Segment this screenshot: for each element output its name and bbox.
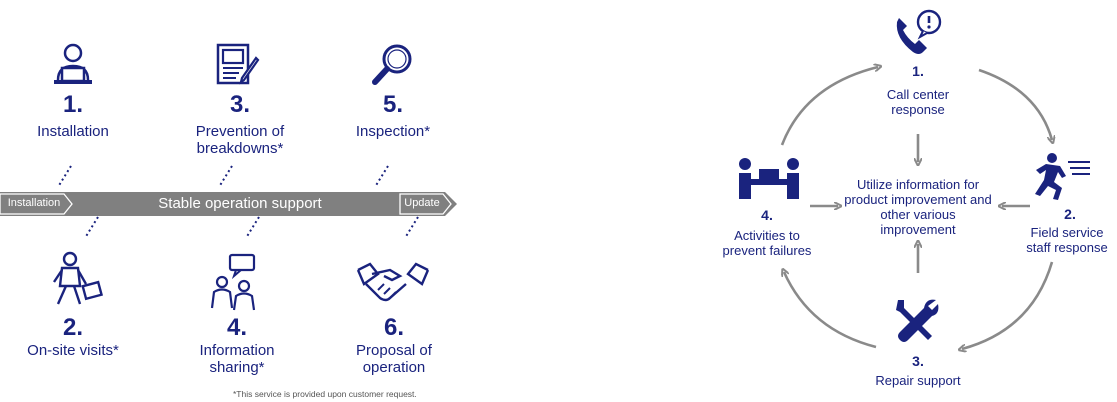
center-improvement-text: Utilize information for product improvem…	[844, 177, 992, 237]
step-3-label: Prevention of breakdowns*	[195, 123, 285, 157]
step-6-label: Proposal of operation	[356, 342, 432, 376]
band-start-label: Installation	[7, 197, 61, 209]
handshake-icon	[356, 262, 430, 302]
band-end-label: Update	[404, 197, 440, 209]
running-person-icon	[1035, 153, 1090, 200]
step-5-number: 5.	[382, 91, 403, 118]
phone-alert-icon	[896, 9, 942, 54]
step-1-number: 1.	[62, 91, 83, 118]
footnote: *This service is provided upon customer …	[233, 389, 417, 399]
cycle-step-2-label: Field service staff response	[1026, 225, 1108, 255]
cycle-step-2-number: 2.	[1064, 206, 1076, 222]
step-6-number: 6.	[383, 314, 404, 341]
step-1-label: Installation	[37, 123, 109, 140]
step-2-label: On-site visits*	[27, 342, 119, 359]
step-5-label: Inspection*	[355, 123, 431, 140]
tools-icon	[896, 299, 939, 342]
document-pen-icon	[216, 43, 260, 85]
step-4-label: Information sharing*	[199, 342, 275, 376]
people-speech-bubble-icon	[210, 253, 256, 311]
band-middle-label: Stable operation support	[158, 195, 322, 212]
step-4-number: 4.	[226, 314, 247, 341]
step-2-number: 2.	[62, 314, 83, 341]
cycle-step-1-number: 1.	[912, 63, 924, 79]
step-3-number: 3.	[229, 91, 250, 118]
box-handover-icon	[739, 158, 799, 199]
magnifier-icon	[372, 44, 412, 85]
cycle-step-4-label: Activities to prevent failures	[722, 228, 812, 258]
timeline-band	[0, 165, 457, 239]
person-at-laptop-icon	[54, 43, 92, 84]
cycle-arrows	[780, 0, 1117, 402]
cycle-step-3-label: Repair support	[875, 373, 961, 388]
walking-person-briefcase-icon	[53, 251, 104, 305]
cycle-step-1-label: Call center response	[886, 87, 950, 117]
cycle-step-4-number: 4.	[761, 207, 773, 223]
cycle-step-3-number: 3.	[912, 353, 924, 369]
